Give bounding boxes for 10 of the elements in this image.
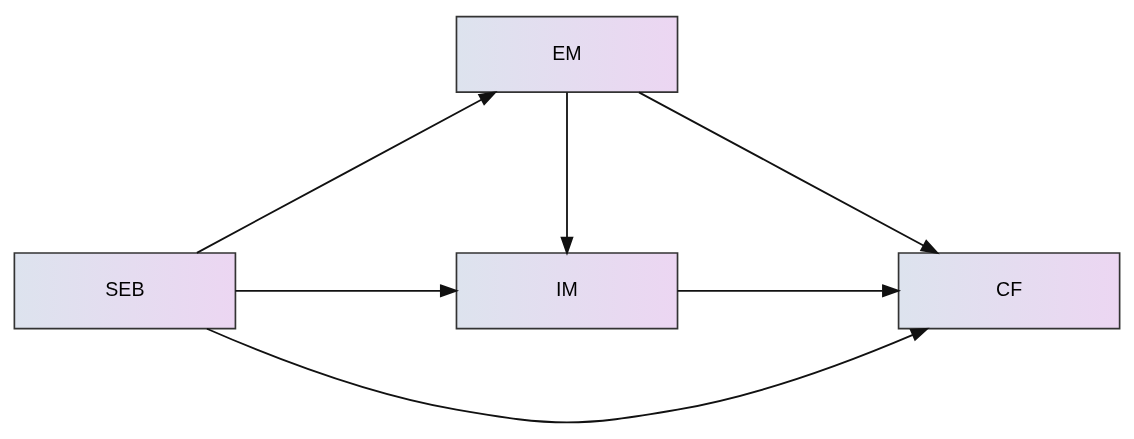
arrow: [234, 284, 459, 298]
arrow: [206, 327, 930, 424]
arrow: [638, 91, 940, 255]
node-box: SEB: [13, 252, 237, 330]
node-box: IM: [455, 252, 679, 330]
arrow: [676, 284, 902, 298]
node-box: CF: [897, 252, 1121, 330]
node-box: EM: [455, 15, 679, 93]
arrow: [560, 91, 574, 256]
arrow: [195, 90, 498, 254]
